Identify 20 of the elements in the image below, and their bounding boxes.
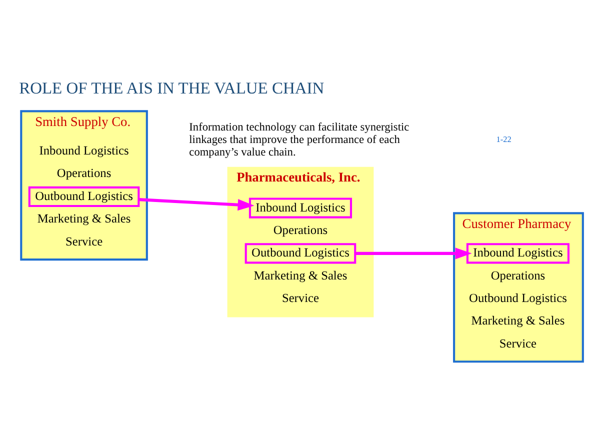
node-text: Marketing & Sales [254,268,348,282]
label: Information technology can facilitate synergistic linkages that improve the performance of each company’s value chain. [189,121,410,158]
node-text: Operations [56,166,112,180]
node-text: Outbound Logistics [469,290,567,304]
node-box: Inbound Logistics [248,197,352,218]
node-text: Service [282,290,320,304]
node-text: Operations [273,222,328,236]
diagram-title: ROLE OF THE AIS IN THE VALUE CHAIN [19,78,324,97]
node-box: Outbound Logistics [28,186,140,207]
node-text: Inbound Logistics [39,143,129,158]
arrow [138,198,254,210]
node-box: Outbound Logistics [244,242,356,264]
arrow [355,247,472,259]
node-text: Service [66,234,103,248]
node-text: Operations [490,268,546,282]
node-box: Inbound Logistics [466,242,570,264]
node-text: Marketing & Sales [471,313,565,328]
node-text: Service [499,336,536,350]
label: 1-22 [496,134,512,144]
node-text: Marketing & Sales [37,211,131,226]
